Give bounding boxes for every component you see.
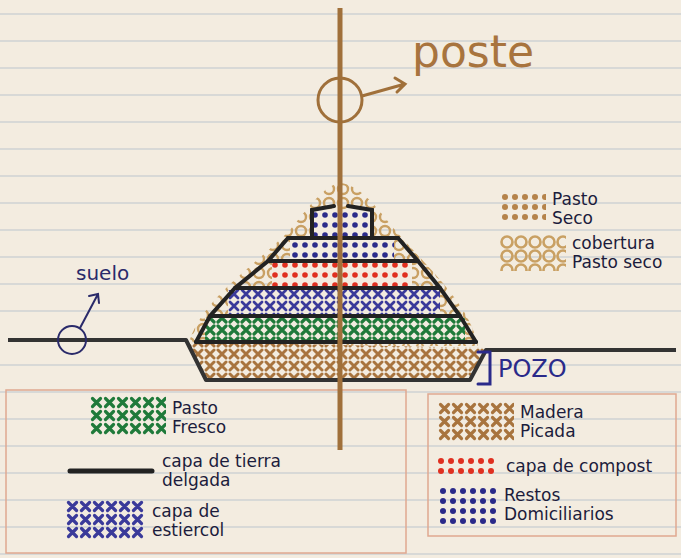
pit-label: POZO [498,356,567,382]
legend-item: Madera Picada [438,402,610,442]
legend-item: capa de compost [436,456,676,476]
legend-text: capa de compost [506,457,676,476]
legend-item: Restos Domiciliarios [438,486,664,524]
legend-text: capa de estiercol [152,502,262,539]
legend-swatch [66,500,146,542]
legend-swatch [500,192,546,226]
post-label: poste [412,28,534,76]
legend-text: Pasto Fresco [172,399,262,436]
legend-text: Pasto Seco [552,190,622,227]
legend-text: capa de tierra delgada [162,452,330,489]
legend-item: Pasto Seco [500,190,622,227]
legend-swatch [90,396,166,440]
legend-swatch [438,486,498,524]
ground-label: suelo [76,262,129,284]
legend-text: Restos Domiciliarios [504,486,664,523]
legend-swatch [66,461,156,481]
legend-swatch [436,456,500,476]
legend-text: Madera Picada [520,403,610,440]
legend-text: cobertura Pasto seco [572,234,664,271]
legend-item: Pasto Fresco [90,396,262,440]
legend-swatch [500,235,566,271]
legend-item: cobertura Pasto seco [500,234,664,271]
legend-item: capa de estiercol [66,500,262,542]
legend-swatch [438,402,514,442]
legend-item: capa de tierra delgada [66,452,330,489]
